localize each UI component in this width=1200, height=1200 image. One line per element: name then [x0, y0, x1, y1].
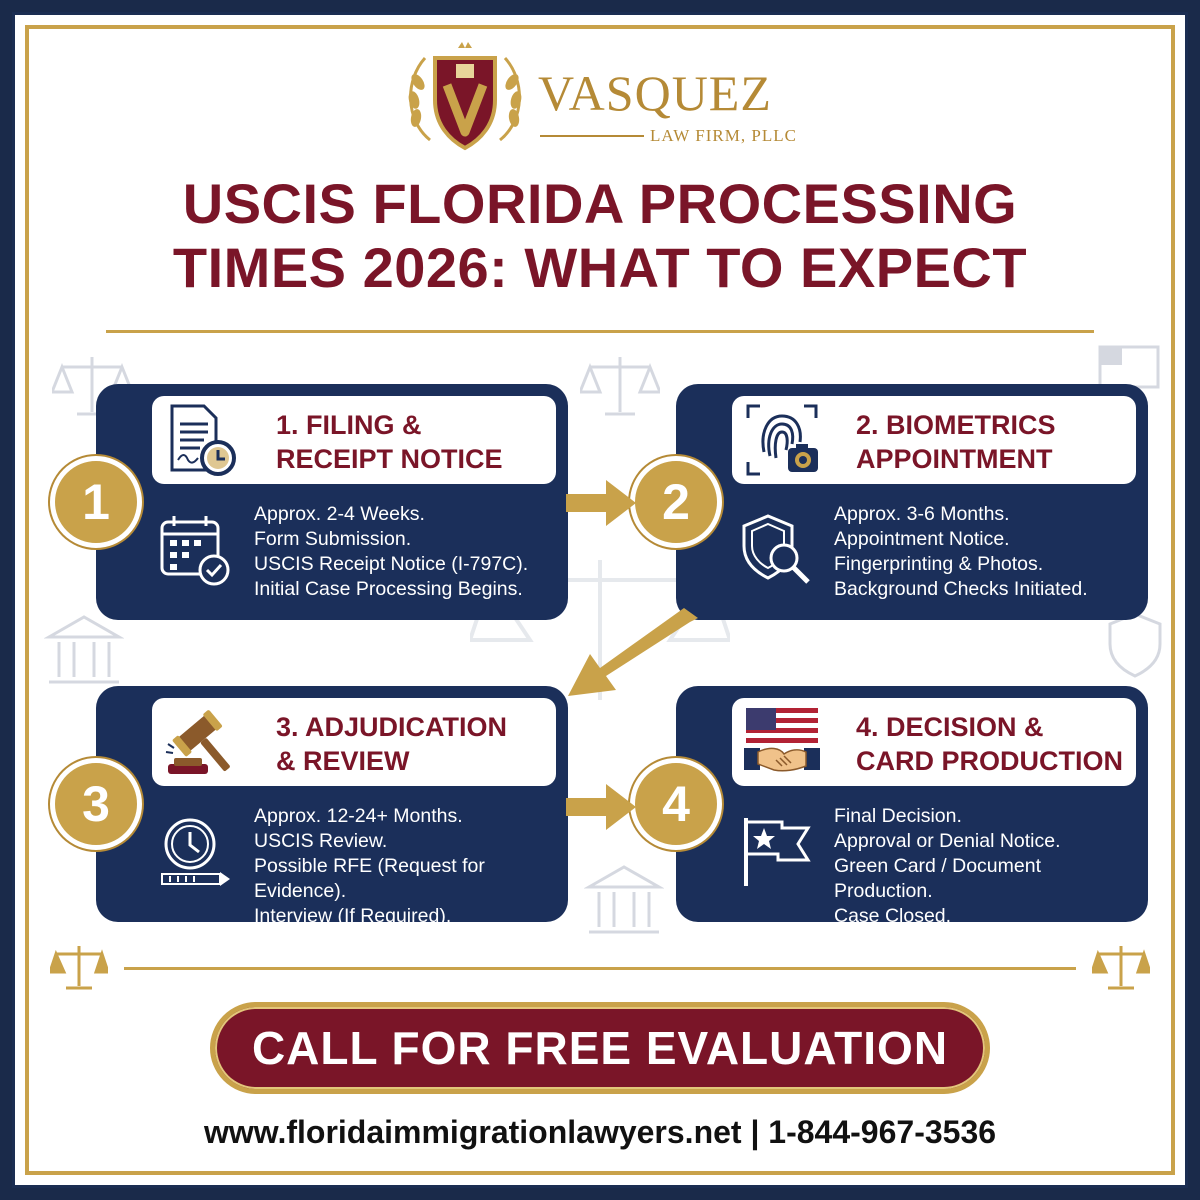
- detail-item: USCIS Receipt Notice (I-797C).: [254, 553, 529, 575]
- shield-watermark-icon: [1108, 612, 1162, 678]
- step-details: Approx. 2-4 Weeks. Form Submission. USCI…: [254, 502, 528, 602]
- step-header: 4. DECISION & CARD PRODUCTION: [732, 698, 1136, 786]
- detail-item: Green Card / Document: [834, 855, 1042, 877]
- detail-item: Initial Case Processing Begins.: [254, 578, 523, 600]
- arrow-diagonal-icon: [568, 608, 698, 696]
- step-badge: 3: [50, 758, 142, 850]
- detail-item: Final Decision.: [834, 805, 962, 827]
- detail-item: Approx. 3-6 Months.: [834, 503, 1010, 525]
- step-header: 2. BIOMETRICS APPOINTMENT: [732, 396, 1136, 484]
- fingerprint-camera-icon: [746, 404, 818, 476]
- detail-item: Approx. 12-24+ Months.: [254, 805, 463, 827]
- free-evaluation-button[interactable]: CALL FOR FREE EVALUATION: [210, 1002, 990, 1094]
- gavel-icon: [165, 710, 230, 774]
- detail-item: USCIS Review.: [254, 830, 388, 852]
- step-title: 2. BIOMETRICS APPOINTMENT: [856, 410, 1056, 474]
- step-header: 1. FILING & RECEIPT NOTICE: [152, 396, 556, 484]
- step-title: 1. FILING & RECEIPT NOTICE: [276, 410, 503, 474]
- step-card-adjudication: 3. ADJUDICATION & REVIEW Approx. 12-24+ …: [96, 686, 568, 927]
- courthouse-watermark-icon: [44, 615, 124, 684]
- detail-item: Background Checks Initiated.: [834, 578, 1088, 600]
- firm-subtitle: LAW FIRM, PLLC: [650, 126, 797, 145]
- clock-progress-icon: [161, 818, 230, 886]
- step-header: 3. ADJUDICATION & REVIEW: [152, 698, 556, 786]
- detail-item: Appointment Notice.: [834, 528, 1010, 550]
- step-title: 3. ADJUDICATION & REVIEW: [276, 712, 508, 776]
- step-badge: 4: [630, 758, 722, 850]
- courthouse-watermark-icon: [584, 865, 664, 934]
- scales-icon: [1092, 946, 1150, 990]
- title-line-2: TIMES 2026: WHAT TO EXPECT: [172, 236, 1028, 299]
- title-divider: [106, 330, 1094, 333]
- detail-item: Evidence).: [254, 880, 347, 902]
- step-card-biometrics: 2. BIOMETRICS APPOINTMENT Approx. 3-6 Mo…: [676, 384, 1148, 620]
- star-flag-icon: [744, 818, 811, 886]
- detail-item: Interview (If Required).: [254, 905, 452, 927]
- step-details: Approx. 12-24+ Months. USCIS Review. Pos…: [254, 804, 485, 929]
- scales-watermark-icon: [580, 357, 660, 416]
- firm-name: VASQUEZ: [538, 65, 772, 121]
- detail-item: Fingerprinting & Photos.: [834, 553, 1044, 575]
- flag-handshake-icon: [744, 708, 820, 772]
- flag-watermark-icon: [1098, 345, 1160, 389]
- footer-divider: [124, 967, 1076, 970]
- arrow-right-icon: [566, 784, 636, 830]
- step-card-filing: 1. FILING & RECEIPT NOTICE Approx. 2-4 W…: [96, 384, 568, 620]
- arrow-right-icon: [566, 480, 636, 526]
- detail-item: Approval or Denial Notice.: [834, 830, 1061, 852]
- step-details: Approx. 3-6 Months. Appointment Notice. …: [834, 502, 1088, 602]
- gold-frame: [25, 25, 1175, 1175]
- detail-item: Production.: [834, 880, 933, 902]
- document-clock-icon: [170, 404, 236, 476]
- step-badge: 2: [630, 456, 722, 548]
- page-title: USCIS FLORIDA PROCESSING TIMES 2026: WHA…: [40, 172, 1160, 300]
- title-line-1: USCIS FLORIDA PROCESSING: [182, 172, 1018, 235]
- step-badge: 1: [50, 456, 142, 548]
- contact-info: www.floridaimmigrationlawyers.net | 1-84…: [203, 1114, 997, 1150]
- step-card-decision: 4. DECISION & CARD PRODUCTION Final Deci…: [676, 686, 1148, 927]
- detail-item: Case Closed.: [834, 905, 952, 927]
- firm-logo: VASQUEZ LAW FIRM, PLLC: [400, 40, 820, 160]
- detail-item: Possible RFE (Request for: [254, 855, 485, 877]
- shield-search-icon: [742, 514, 810, 584]
- scales-icon: [50, 946, 108, 990]
- step-title: 4. DECISION & CARD PRODUCTION: [856, 712, 1123, 776]
- detail-item: Approx. 2-4 Weeks.: [254, 503, 425, 525]
- step-details: Final Decision. Approval or Denial Notic…: [834, 804, 1061, 929]
- detail-item: Form Submission.: [254, 528, 412, 550]
- law-crest-icon: [408, 42, 522, 151]
- calendar-check-icon: [160, 516, 230, 586]
- firm-divider: [540, 135, 644, 137]
